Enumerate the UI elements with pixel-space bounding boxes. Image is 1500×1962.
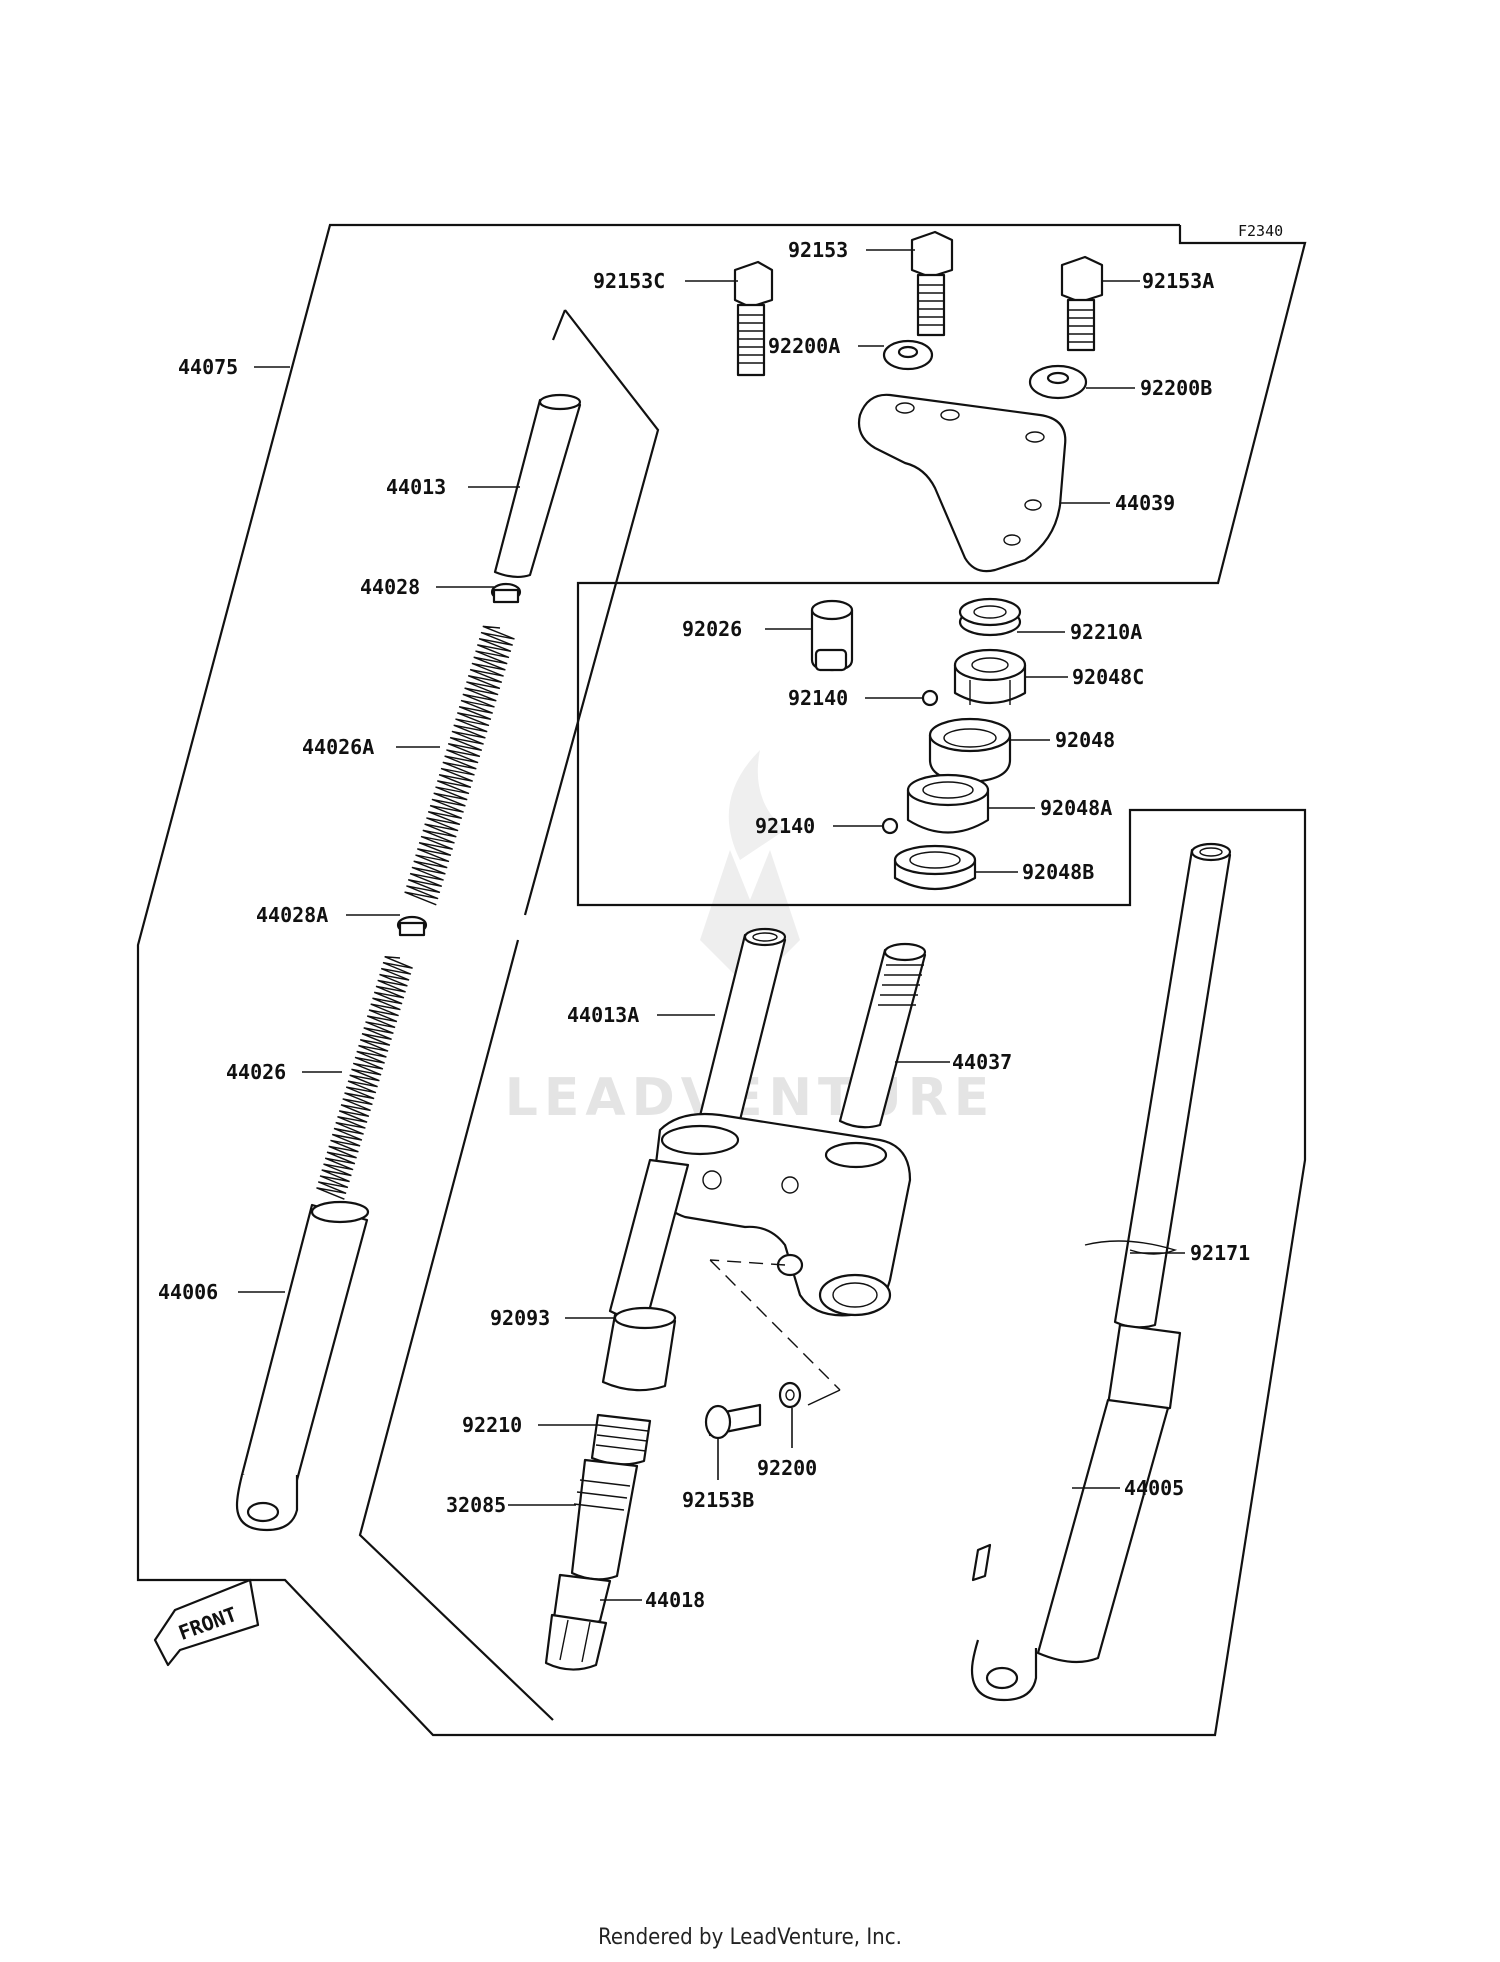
ball-92140-lower — [881, 817, 899, 835]
nut-92048C — [953, 648, 1027, 705]
dashed-assembly-lines — [709, 1259, 841, 1406]
label-44028: 44028 — [360, 575, 420, 599]
label-44037: 44037 — [952, 1050, 1012, 1074]
diagram-code: F2340 — [1238, 222, 1283, 240]
label-92153C: 92153C — [593, 269, 665, 293]
washer-92200 — [778, 1381, 802, 1409]
washer-92200B — [1028, 364, 1088, 400]
label-92153: 92153 — [788, 238, 848, 262]
bearing-race-92048 — [928, 717, 1012, 784]
outer-tube-44006 — [235, 1200, 370, 1532]
label-44013A: 44013A — [567, 1003, 639, 1027]
label-92026: 92026 — [682, 617, 742, 641]
seat-44028 — [490, 582, 522, 604]
bearing-race-92048A — [906, 773, 990, 834]
label-92140-lower: 92140 — [755, 814, 815, 838]
pipe-44013 — [493, 393, 582, 579]
label-44005: 44005 — [1124, 1476, 1184, 1500]
label-44013: 44013 — [386, 475, 446, 499]
washer-92200A — [882, 339, 934, 371]
ball-92140-upper — [921, 689, 939, 707]
label-32085: 32085 — [446, 1493, 506, 1517]
inner-tube-bottom-44018 — [544, 1573, 612, 1671]
label-92140-upper: 92140 — [788, 686, 848, 710]
label-92210: 92210 — [462, 1413, 522, 1437]
bearing-race-92048B — [893, 844, 977, 891]
frame-outlines — [136, 223, 1307, 1737]
bolt-92153 — [910, 230, 954, 337]
steering-bracket — [653, 1112, 912, 1317]
label-44039: 44039 — [1115, 491, 1175, 515]
label-92048B: 92048B — [1022, 860, 1094, 884]
label-44075: 44075 — [178, 355, 238, 379]
footer-credit: Rendered by LeadVenture, Inc. — [598, 1925, 902, 1950]
part-labels: F2340 92153C 92153 92153A 92200A 92200B … — [158, 222, 1283, 1612]
label-92210A: 92210A — [1070, 620, 1142, 644]
label-92200: 92200 — [757, 1456, 817, 1480]
label-92200A: 92200A — [768, 334, 840, 358]
label-92153B: 92153B — [682, 1488, 754, 1512]
nut-92210 — [590, 1413, 652, 1466]
label-92048: 92048 — [1055, 728, 1115, 752]
label-92048C: 92048C — [1072, 665, 1144, 689]
bolt-92153A — [1060, 255, 1104, 352]
front-arrow-icon: FRONT — [153, 1578, 260, 1667]
label-44028A: 44028A — [256, 903, 328, 927]
nut-92210A — [958, 597, 1022, 637]
label-92171: 92171 — [1190, 1241, 1250, 1265]
label-44006: 44006 — [158, 1280, 218, 1304]
label-44026A: 44026A — [302, 735, 374, 759]
steering-stem-44037 — [838, 942, 927, 1129]
label-92048A: 92048A — [1040, 796, 1112, 820]
spring-44026 — [316, 956, 413, 1200]
oil-seal-92093 — [601, 1306, 677, 1392]
label-92153A: 92153A — [1142, 269, 1214, 293]
label-44026: 44026 — [226, 1060, 286, 1084]
label-92093: 92093 — [490, 1306, 550, 1330]
label-92200B: 92200B — [1140, 376, 1212, 400]
label-44018: 44018 — [645, 1588, 705, 1612]
cap-92026 — [810, 599, 854, 672]
inner-tube-lower — [608, 1158, 690, 1319]
dust-seal-32085 — [570, 1458, 639, 1581]
bolt-92153B — [704, 1403, 762, 1440]
outer-fork-44005 — [970, 842, 1232, 1702]
leader-lines — [238, 249, 1185, 1601]
bolt-92153C — [733, 260, 774, 377]
spring-44026A — [404, 625, 515, 906]
handlebar-holder-44039 — [857, 393, 1067, 573]
seat-44028A — [396, 915, 428, 937]
